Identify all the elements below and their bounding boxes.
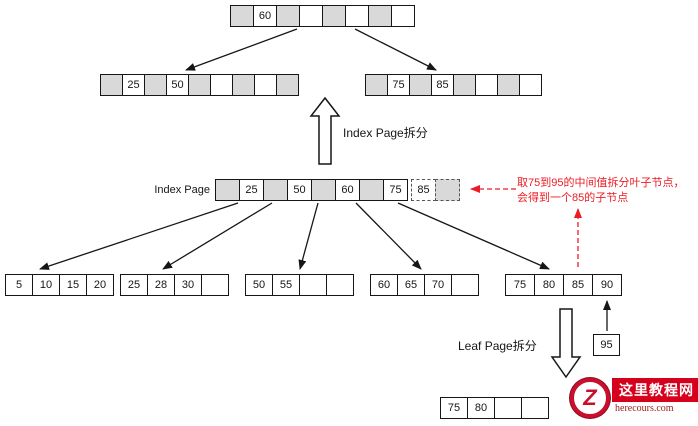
cell-empty [188, 74, 211, 96]
cell-65: 65 [397, 274, 425, 296]
arrow-index-to-leaf2 [162, 202, 273, 270]
cell-empty [409, 74, 432, 96]
cell-25: 25 [120, 274, 148, 296]
cell-75: 75 [505, 274, 535, 296]
cell-75: 75 [383, 179, 408, 201]
cell-50: 50 [245, 274, 273, 296]
cell-empty [201, 274, 229, 296]
cell-75: 75 [440, 397, 468, 419]
cell-25: 25 [239, 179, 264, 201]
cell-empty [368, 5, 392, 27]
cell-30: 30 [174, 274, 202, 296]
cell-75: 75 [387, 74, 410, 96]
cell-90: 90 [592, 274, 622, 296]
cell-empty [365, 74, 388, 96]
cell-empty [299, 274, 327, 296]
block-arrow-up-index-split [309, 96, 341, 165]
cell-empty [263, 179, 288, 201]
cell-85: 85 [563, 274, 593, 296]
arrow-index-to-leaf5 [397, 202, 550, 270]
cell-empty [276, 74, 299, 96]
red-note: 取75到95的中间值拆分叶子节点， 会得到一个85的子节点 [517, 176, 684, 206]
cell-empty [144, 74, 167, 96]
cell-25: 25 [122, 74, 145, 96]
logo-monogram-icon: Z [570, 378, 610, 418]
block-arrow-down-leaf-split [550, 308, 582, 379]
cell-50: 50 [287, 179, 312, 201]
cell-60: 60 [253, 5, 277, 27]
cell-empty [475, 74, 498, 96]
node-node95: 95 [593, 334, 620, 356]
cell-empty [322, 5, 346, 27]
logo-text-block: 这里教程网 herecours.com [612, 378, 698, 414]
cell-empty [215, 179, 240, 201]
cell-empty [326, 274, 354, 296]
cell-empty [521, 397, 549, 419]
cell-empty [254, 74, 277, 96]
cell-empty [453, 74, 476, 96]
cell-10: 10 [32, 274, 60, 296]
site-name: 这里教程网 [612, 378, 698, 402]
site-url: herecours.com [615, 403, 674, 414]
cell-empty [299, 5, 323, 27]
cell-85: 85 [411, 179, 436, 201]
site-logo[interactable]: Z 这里教程网 herecours.com [570, 378, 698, 418]
arrow-root-to-right-node [354, 28, 437, 71]
cell-empty [230, 5, 254, 27]
cell-95: 95 [593, 334, 620, 356]
cell-empty [345, 5, 369, 27]
cell-5: 5 [5, 274, 33, 296]
cell-empty [100, 74, 123, 96]
cell-empty [497, 74, 520, 96]
cell-15: 15 [59, 274, 87, 296]
cell-empty [311, 179, 336, 201]
cell-empty [276, 5, 300, 27]
node-level2_right: 75 85 [365, 74, 542, 96]
arrow-index-to-leaf1 [39, 202, 239, 270]
cell-60: 60 [370, 274, 398, 296]
node-root: 60 [230, 5, 415, 27]
cell-empty [359, 179, 384, 201]
cell-empty [435, 179, 460, 201]
cell-empty [451, 274, 479, 296]
cell-empty [210, 74, 233, 96]
cell-empty [519, 74, 542, 96]
logo-monogram: Z [583, 385, 597, 410]
cell-28: 28 [147, 274, 175, 296]
cell-80: 80 [467, 397, 495, 419]
cell-60: 60 [335, 179, 360, 201]
index-page-label: Index Page [154, 184, 210, 196]
cell-85: 85 [431, 74, 454, 96]
cell-70: 70 [424, 274, 452, 296]
cell-20: 20 [86, 274, 114, 296]
arrow-index-to-leaf4 [355, 202, 422, 270]
index-page-split-label: Index Page拆分 [343, 126, 428, 140]
node-level2_left: 25 50 [100, 74, 299, 96]
leaf-page-split-label: Leaf Page拆分 [458, 339, 537, 353]
cell-empty [232, 74, 255, 96]
cell-55: 55 [272, 274, 300, 296]
cell-80: 80 [534, 274, 564, 296]
red-note-line2: 会得到一个85的子节点 [517, 192, 629, 204]
cell-empty [391, 5, 415, 27]
cell-50: 50 [166, 74, 189, 96]
arrow-root-to-left-node [185, 28, 298, 71]
arrow-index-to-leaf3 [298, 202, 319, 270]
cell-empty [494, 397, 522, 419]
red-note-line1: 取75到95的中间值拆分叶子节点， [517, 177, 685, 189]
